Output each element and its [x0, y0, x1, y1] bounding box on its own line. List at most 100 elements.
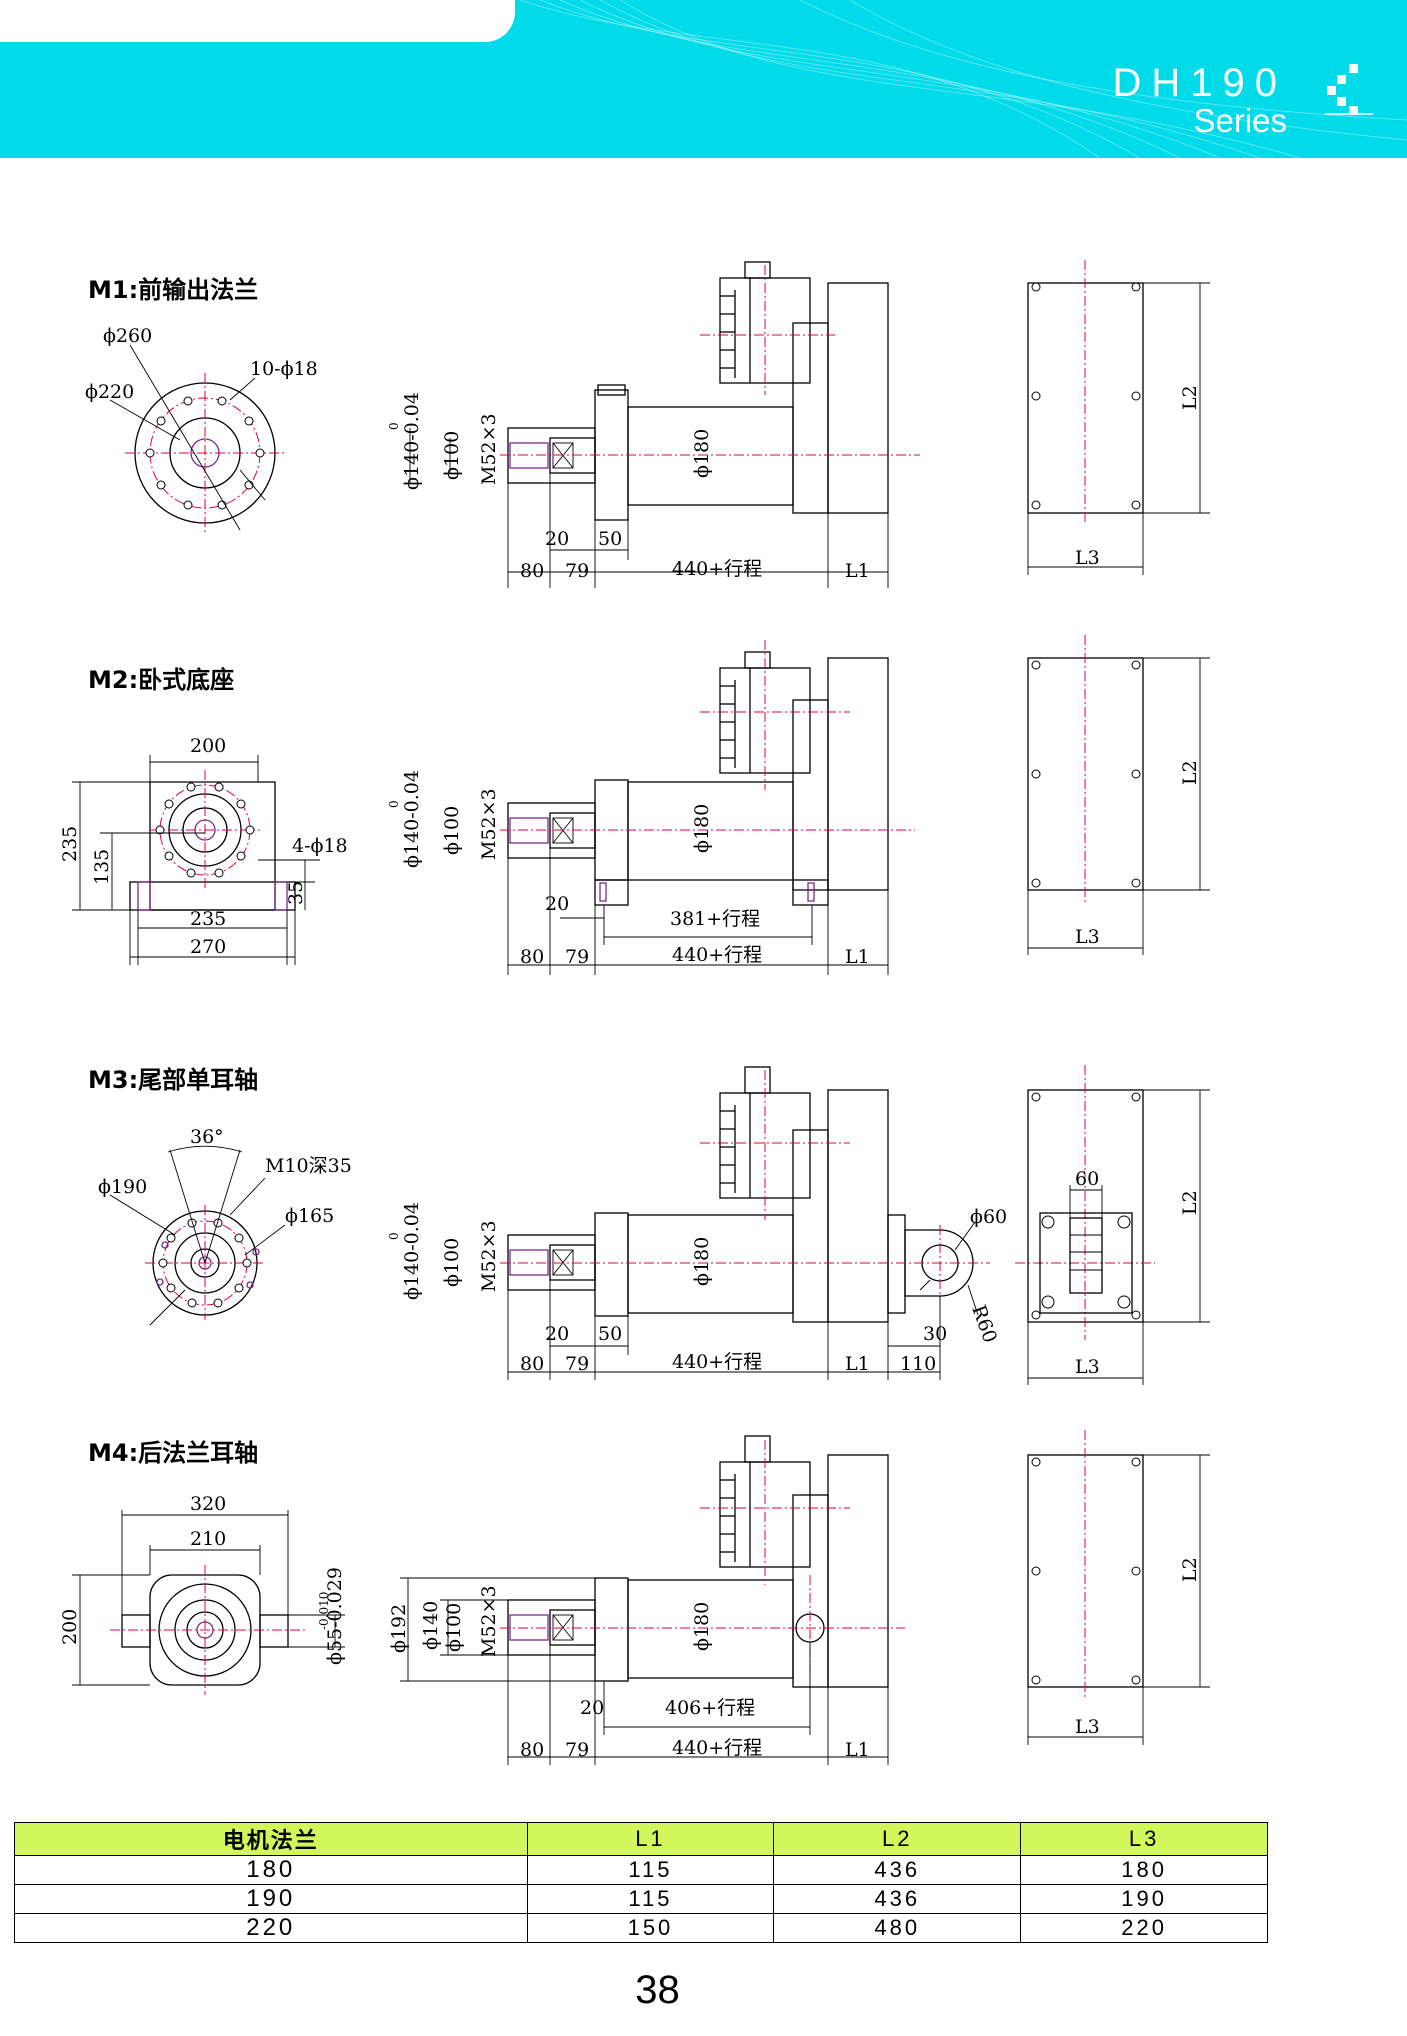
m2-w235-dim: 235 [190, 908, 226, 930]
m3-rear-view: 60 L2 L3 [1015, 1065, 1210, 1385]
m1-d100-dim: ϕ100 [441, 431, 463, 480]
m3-d110-dim: 110 [900, 1353, 936, 1375]
m2-thread-dim: M52×3 [478, 788, 500, 860]
table-cell: 115 [526, 1884, 775, 1914]
table-row: 190 115 436 190 [14, 1884, 1268, 1914]
series-title: DH190 [1112, 61, 1287, 105]
m3-stroke-dim: 440+行程 [672, 1351, 762, 1373]
m3-drawing: 36° ϕ190 M10深35 ϕ165 ϕ140-0.04 0 [98, 1065, 1210, 1385]
m4-l2-dim: L2 [1179, 1557, 1201, 1582]
table-cell: 190 [1020, 1884, 1268, 1914]
m2-h135-dim: 135 [91, 849, 113, 885]
m4-front-view: 320 210 200 ϕ55-0.029 -0.010 [59, 1493, 346, 1695]
m1-flange-tol: 0 [387, 422, 401, 430]
header-wave-pattern [519, 0, 1407, 158]
m2-front-view: 200 235 135 4-ϕ18 35 235 270 [59, 735, 348, 965]
m2-drawing: 200 235 135 4-ϕ18 35 235 270 ϕ140-0.04 0… [59, 635, 1210, 975]
m4-d180-dim: ϕ180 [691, 1602, 713, 1651]
m3-thread-dim: M52×3 [478, 1220, 500, 1292]
chevron-logo-icon [1325, 64, 1373, 115]
m1-side-view: ϕ140-0.04 0 ϕ100 M52×3 ϕ180 20 50 80 79 … [387, 261, 920, 588]
m4-d80-dim: 80 [520, 1739, 544, 1761]
m3-d60-dim: ϕ60 [970, 1206, 1007, 1228]
m3-side-view: ϕ140-0.04 0 ϕ100 M52×3 ϕ180 ϕ60 R60 20 5… [387, 1066, 1007, 1380]
m1-rear-view: L2 L3 [1027, 260, 1210, 575]
m3-flange-dim: ϕ140-0.04 [401, 1202, 423, 1300]
m2-d80-dim: 80 [520, 946, 544, 968]
m2-d180-dim: ϕ180 [691, 804, 713, 853]
m2-side-view: ϕ140-0.04 0 ϕ100 M52×3 ϕ180 20 381+行程 80… [387, 640, 915, 975]
m2-flange-dim: ϕ140-0.04 [401, 770, 423, 868]
m3-w60-dim: 60 [1075, 1168, 1099, 1190]
table-header-cell: L1 [526, 1822, 775, 1856]
header-notch [0, 0, 515, 42]
table-row: 180 115 436 180 [14, 1855, 1268, 1885]
table-cell: 190 [14, 1884, 528, 1914]
m4-stroke-dim: 440+行程 [672, 1737, 762, 1759]
m3-front-view: 36° ϕ190 M10深35 ϕ165 [98, 1126, 352, 1326]
table-header-cell: L3 [1020, 1822, 1268, 1856]
m2-h35-dim: 35 [285, 881, 307, 905]
table-cell: 180 [1020, 1855, 1268, 1885]
m1-d80-dim: 80 [520, 560, 544, 582]
m3-d80-dim: 80 [520, 1353, 544, 1375]
m3-l3-dim: L3 [1075, 1356, 1100, 1378]
m2-flange-tol: 0 [387, 800, 401, 808]
m2-l2-dim: L2 [1179, 760, 1201, 785]
m2-d20-dim: 20 [545, 893, 569, 915]
m1-d79-dim: 79 [565, 560, 589, 582]
m2-w270-dim: 270 [190, 936, 226, 958]
m4-l1-dim: L1 [845, 1739, 870, 1761]
table-header-row: 电机法兰 L1 L2 L3 [14, 1822, 1268, 1856]
m3-angle-dim: 36° [190, 1126, 224, 1148]
m3-d165-dim: ϕ165 [285, 1205, 334, 1227]
m1-l1-dim: L1 [845, 560, 870, 582]
m3-flange-tol: 0 [387, 1232, 401, 1240]
m4-rear-view: L2 L3 [1027, 1430, 1210, 1745]
m3-label: M3:尾部单耳轴 [88, 1066, 259, 1094]
m4-w210-dim: 210 [190, 1528, 226, 1550]
m3-l1-dim: L1 [845, 1353, 870, 1375]
m4-drawing: 320 210 200 ϕ55-0.029 -0.010 ϕ192 ϕ140 [59, 1430, 1210, 1765]
m4-side-view: ϕ192 ϕ140 ϕ100 M52×3 ϕ180 20 406+行程 80 7… [388, 1435, 905, 1765]
m1-front-view: ϕ260 ϕ220 10-ϕ18 [85, 325, 318, 533]
page-header: DH190 Series [0, 0, 1407, 158]
m4-w320-dim: 320 [190, 1493, 226, 1515]
m1-flange-dim: ϕ140-0.04 [401, 392, 423, 490]
m2-rear-view: L2 L3 [1027, 635, 1210, 955]
m2-w200-dim: 200 [190, 735, 226, 757]
m2-stroke381-dim: 381+行程 [670, 908, 760, 930]
m3-d100-dim: ϕ100 [441, 1238, 463, 1287]
table-header-cell: 电机法兰 [14, 1822, 528, 1856]
m2-label: M2:卧式底座 [88, 666, 235, 694]
m1-d20-dim: 20 [545, 528, 569, 550]
table-cell: 436 [773, 1884, 1022, 1914]
m4-d20-dim: 20 [580, 1697, 604, 1719]
m1-l3-dim: L3 [1075, 547, 1100, 569]
series-brand: DH190 Series [1112, 62, 1287, 138]
m4-d79-dim: 79 [565, 1739, 589, 1761]
m1-d50-dim: 50 [598, 528, 622, 550]
m4-thread-dim: M52×3 [478, 1585, 500, 1657]
m3-d79-dim: 79 [565, 1353, 589, 1375]
m1-d220-label: ϕ220 [85, 381, 134, 403]
m2-stroke-dim: 440+行程 [672, 944, 762, 966]
m3-d180-dim: ϕ180 [691, 1237, 713, 1286]
m1-d180-dim: ϕ180 [691, 429, 713, 478]
m4-stroke406-dim: 406+行程 [665, 1697, 755, 1719]
m3-l2-dim: L2 [1179, 1190, 1201, 1215]
m1-label: M1:前输出法兰 [88, 276, 259, 304]
m2-d100-dim: ϕ100 [441, 806, 463, 855]
motor-flange-spec-table: 电机法兰 L1 L2 L3 180 115 436 180 190 115 43… [14, 1822, 1268, 1943]
page-number: 38 [635, 1968, 680, 2012]
m1-stroke-dim: 440+行程 [672, 558, 762, 580]
m3-screw-dim: M10深35 [265, 1155, 352, 1177]
m3-d30-dim: 30 [923, 1323, 947, 1345]
m1-holes-label: 10-ϕ18 [250, 358, 318, 380]
m1-thread-dim: M52×3 [478, 413, 500, 485]
m4-d100-dim: ϕ100 [443, 1603, 465, 1652]
m3-d190-dim: ϕ190 [98, 1176, 147, 1198]
table-cell: 180 [14, 1855, 528, 1885]
m2-h235-dim: 235 [59, 826, 81, 862]
table-header-cell: L2 [773, 1822, 1022, 1856]
